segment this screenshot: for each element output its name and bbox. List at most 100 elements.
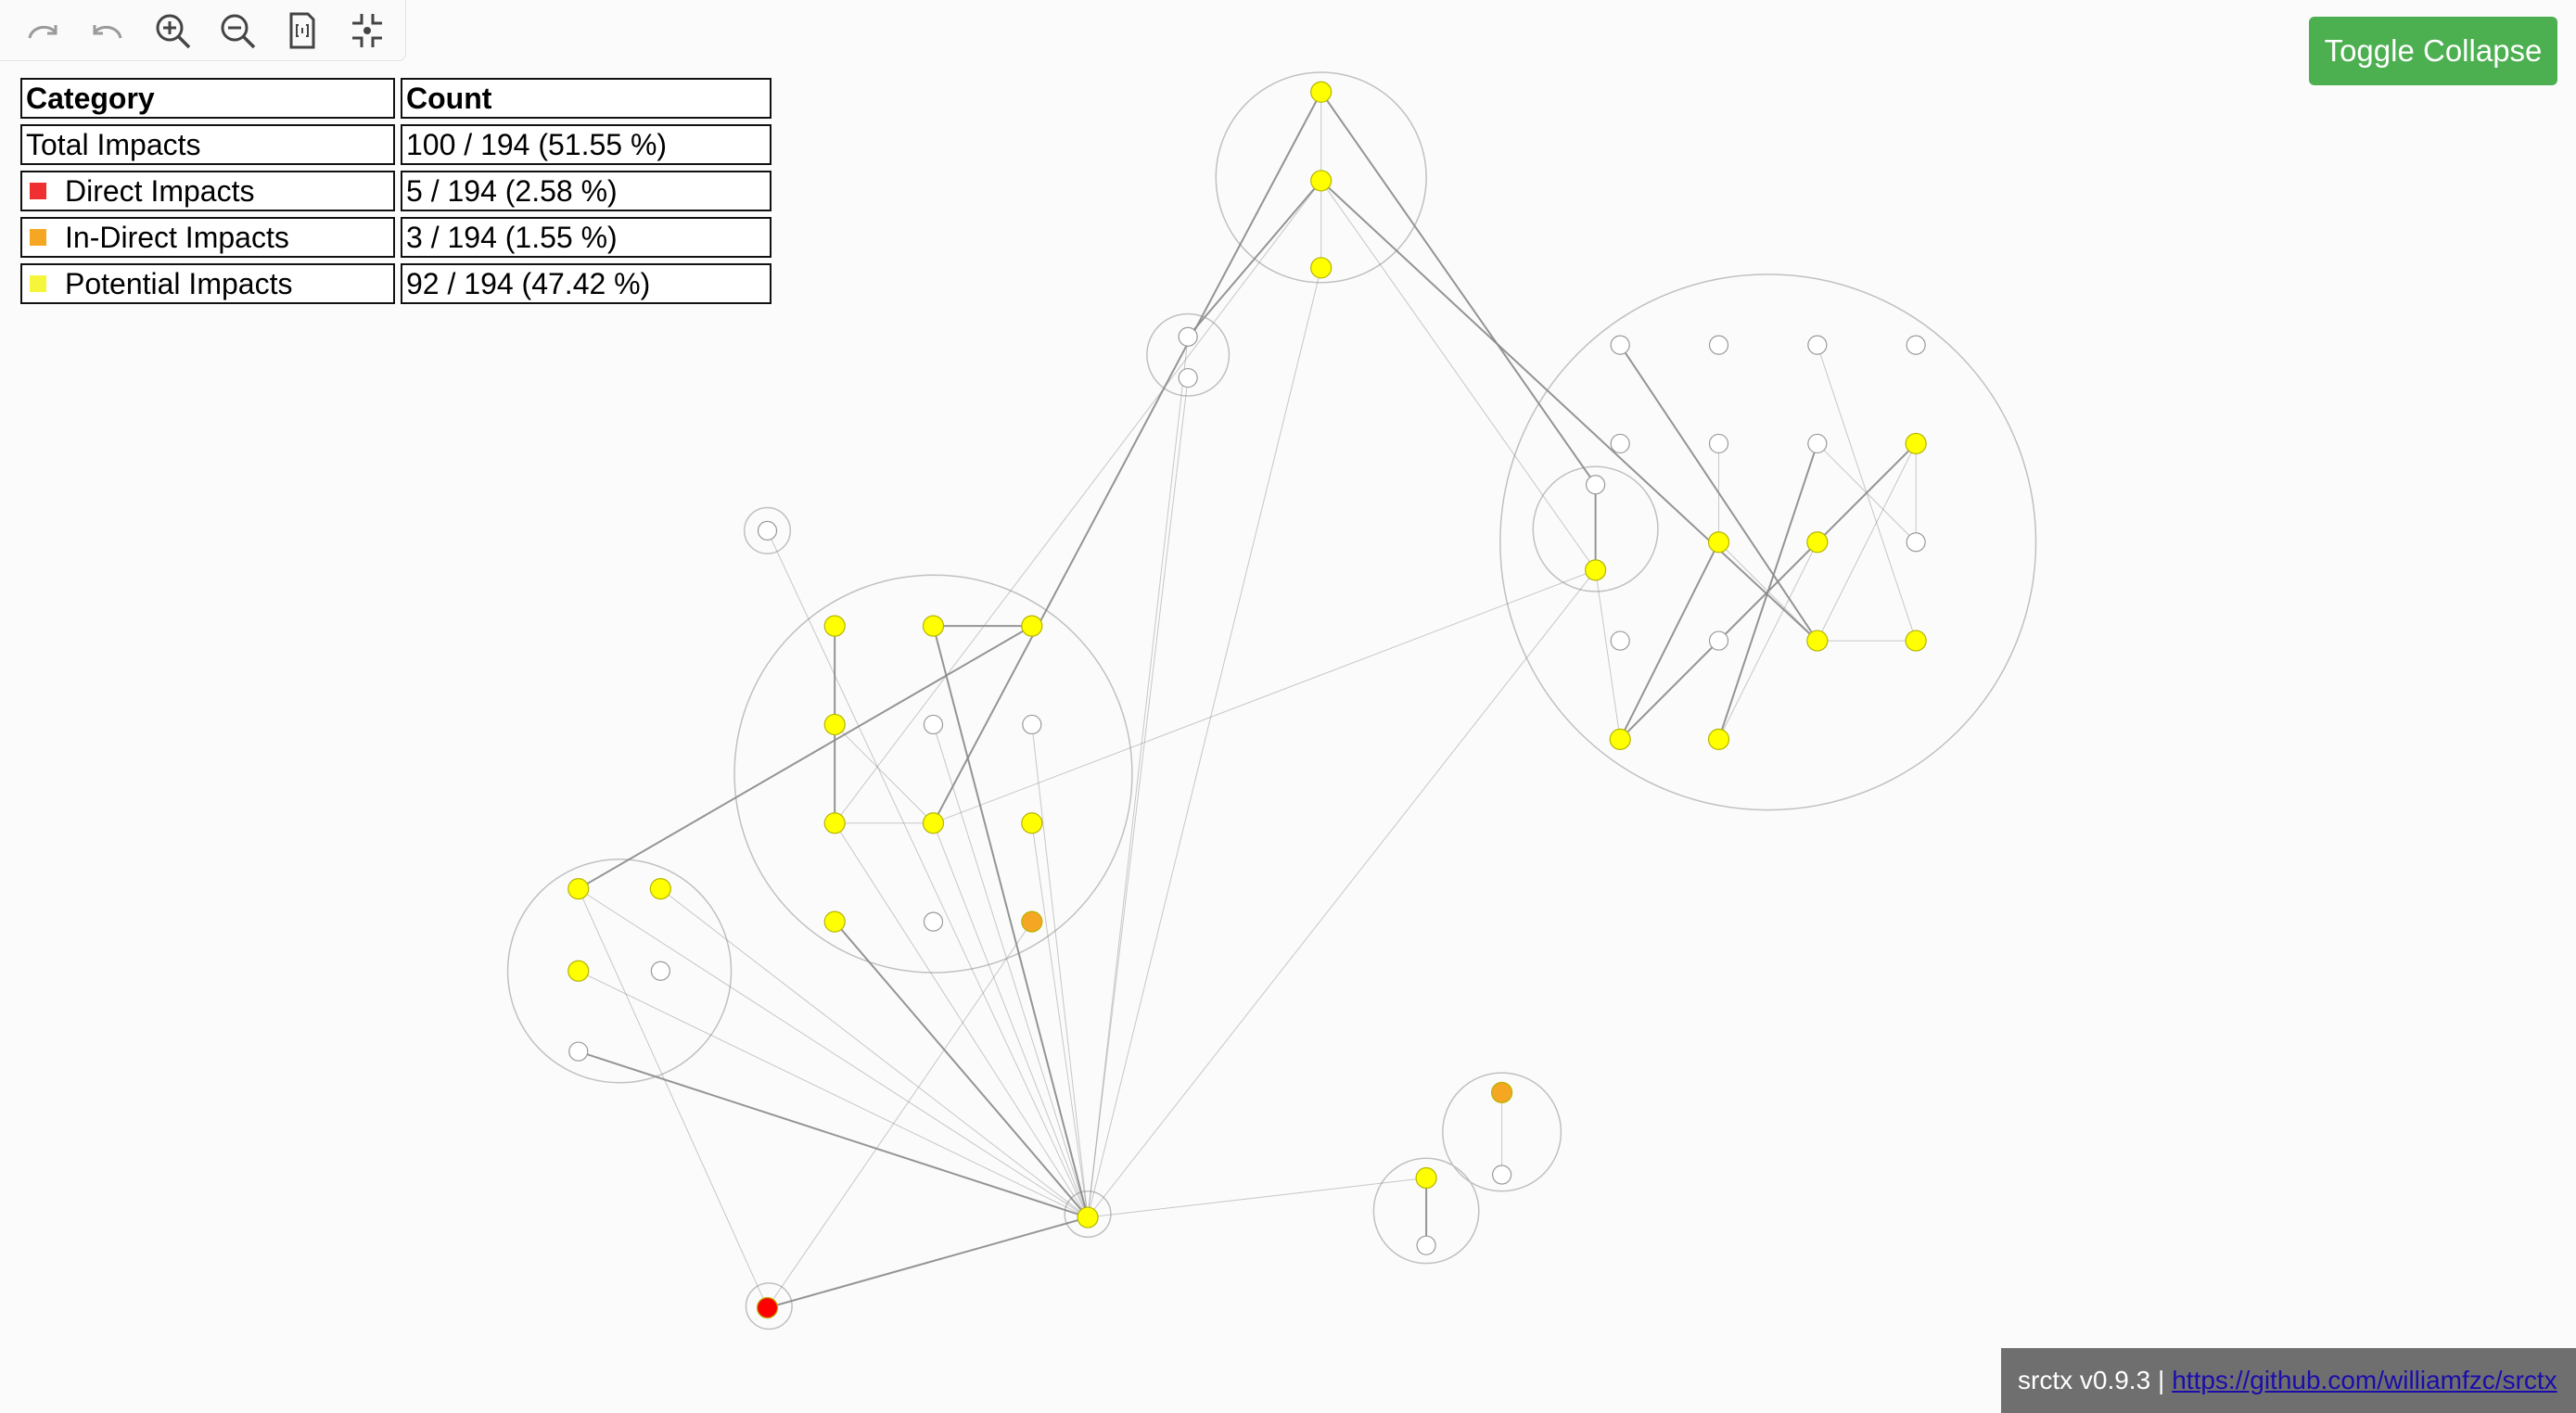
legend-header-row: Category Count xyxy=(20,78,772,119)
footer-bar: srctx v0.9.3 | https://github.com/willia… xyxy=(2001,1348,2576,1413)
function-node[interactable] xyxy=(1610,433,1630,454)
function-node[interactable] xyxy=(1807,335,1828,355)
zoom-out-button[interactable] xyxy=(213,6,261,55)
function-node[interactable] xyxy=(1310,257,1333,279)
dependency-edge xyxy=(1187,180,1322,337)
function-node[interactable] xyxy=(1707,531,1730,554)
function-node[interactable] xyxy=(1905,630,1927,652)
dependency-edge xyxy=(767,1216,1089,1309)
function-node[interactable] xyxy=(1807,433,1828,454)
redo-button[interactable] xyxy=(19,6,67,55)
function-node[interactable] xyxy=(1586,475,1606,495)
redo-icon xyxy=(28,24,57,38)
function-node[interactable] xyxy=(1310,81,1333,103)
function-node[interactable] xyxy=(1021,910,1043,933)
function-node[interactable] xyxy=(1022,714,1042,735)
function-node[interactable] xyxy=(1416,1235,1436,1255)
function-node[interactable] xyxy=(1806,531,1829,554)
function-node[interactable] xyxy=(1906,532,1926,553)
function-node[interactable] xyxy=(923,911,944,932)
function-node[interactable] xyxy=(823,812,846,834)
function-node[interactable] xyxy=(823,615,846,637)
legend-label-cell: Potential Impacts xyxy=(20,263,395,304)
package-group-circle[interactable] xyxy=(745,1282,793,1330)
package-group-circle[interactable] xyxy=(733,574,1133,974)
dependency-edge xyxy=(1087,569,1597,1218)
function-node[interactable] xyxy=(1585,559,1607,581)
package-group-circle[interactable] xyxy=(1532,465,1659,592)
function-node[interactable] xyxy=(1610,630,1630,651)
direct-swatch xyxy=(30,183,46,200)
dependency-edge xyxy=(767,530,1089,1218)
function-node[interactable] xyxy=(567,960,590,982)
toggle-collapse-button[interactable]: Toggle Collapse xyxy=(2309,17,2557,85)
zoom-in-button[interactable] xyxy=(148,6,197,55)
github-link[interactable]: https://github.com/williamfzc/srctx xyxy=(2172,1366,2557,1394)
dependency-edge xyxy=(1031,822,1089,1218)
function-node[interactable] xyxy=(756,1296,779,1319)
undo-button[interactable] xyxy=(83,6,132,55)
function-node[interactable] xyxy=(1708,335,1729,355)
package-group-circle[interactable] xyxy=(1146,312,1231,397)
function-node[interactable] xyxy=(568,1041,589,1062)
dependency-edge xyxy=(1087,337,1189,1218)
function-node[interactable] xyxy=(649,878,671,900)
package-group-circle[interactable] xyxy=(506,859,733,1084)
legend-label-cell: Total Impacts xyxy=(20,124,395,165)
legend-row-indirect: In-Direct Impacts 3 / 194 (1.55 %) xyxy=(20,217,772,258)
function-node[interactable] xyxy=(1906,335,1926,355)
function-node[interactable] xyxy=(1609,728,1631,751)
dependency-edge xyxy=(933,569,1596,824)
undo-icon xyxy=(93,24,122,38)
dependency-edge xyxy=(932,91,1322,824)
dependency-edge xyxy=(1320,180,1818,642)
count-header: Count xyxy=(401,78,772,119)
function-node[interactable] xyxy=(1178,326,1198,347)
legend-label-cell: Direct Impacts xyxy=(20,171,395,211)
function-node[interactable] xyxy=(1806,630,1829,652)
package-group-circle[interactable] xyxy=(1372,1157,1480,1265)
function-node[interactable] xyxy=(1492,1165,1512,1185)
function-node[interactable] xyxy=(922,812,945,834)
zoom-out-icon xyxy=(221,14,256,48)
function-node[interactable] xyxy=(567,878,590,900)
package-group-circle[interactable] xyxy=(1442,1072,1562,1192)
dependency-edge xyxy=(1031,724,1089,1218)
function-node[interactable] xyxy=(823,713,846,736)
center-button[interactable] xyxy=(343,6,391,55)
function-node[interactable] xyxy=(1178,367,1198,388)
fit-page-icon xyxy=(289,12,315,48)
dependency-edge xyxy=(660,888,1089,1218)
function-node[interactable] xyxy=(1021,812,1043,834)
function-node[interactable] xyxy=(1905,432,1927,455)
fit-page-button[interactable] xyxy=(278,6,326,55)
function-node[interactable] xyxy=(757,520,778,541)
function-node[interactable] xyxy=(923,714,944,735)
zoom-in-icon xyxy=(156,14,191,48)
legend-label: In-Direct Impacts xyxy=(65,220,289,254)
function-node[interactable] xyxy=(1707,728,1730,751)
function-node[interactable] xyxy=(1491,1081,1513,1103)
dependency-edge xyxy=(1817,443,1917,642)
dependency-edge xyxy=(578,1050,1089,1219)
package-group-circle[interactable] xyxy=(743,506,792,554)
function-node[interactable] xyxy=(1708,433,1729,454)
function-node[interactable] xyxy=(1610,335,1630,355)
function-node[interactable] xyxy=(1077,1206,1099,1228)
function-node[interactable] xyxy=(1310,170,1333,192)
package-group-circle[interactable] xyxy=(1064,1190,1112,1239)
dependency-edge xyxy=(578,888,1089,1218)
dependency-edge xyxy=(932,625,1090,1218)
version-label: srctx v0.9.3 | xyxy=(2018,1366,2165,1394)
function-node[interactable] xyxy=(922,615,945,637)
function-node[interactable] xyxy=(1415,1166,1437,1190)
function-node[interactable] xyxy=(1021,615,1043,637)
indirect-swatch xyxy=(30,229,46,247)
function-node[interactable] xyxy=(1708,630,1729,651)
package-group-circle[interactable] xyxy=(1499,274,2037,811)
function-node[interactable] xyxy=(650,961,670,981)
legend-count: 5 / 194 (2.58 %) xyxy=(401,171,772,211)
function-node[interactable] xyxy=(823,910,846,933)
package-group-circle[interactable] xyxy=(1215,71,1427,284)
